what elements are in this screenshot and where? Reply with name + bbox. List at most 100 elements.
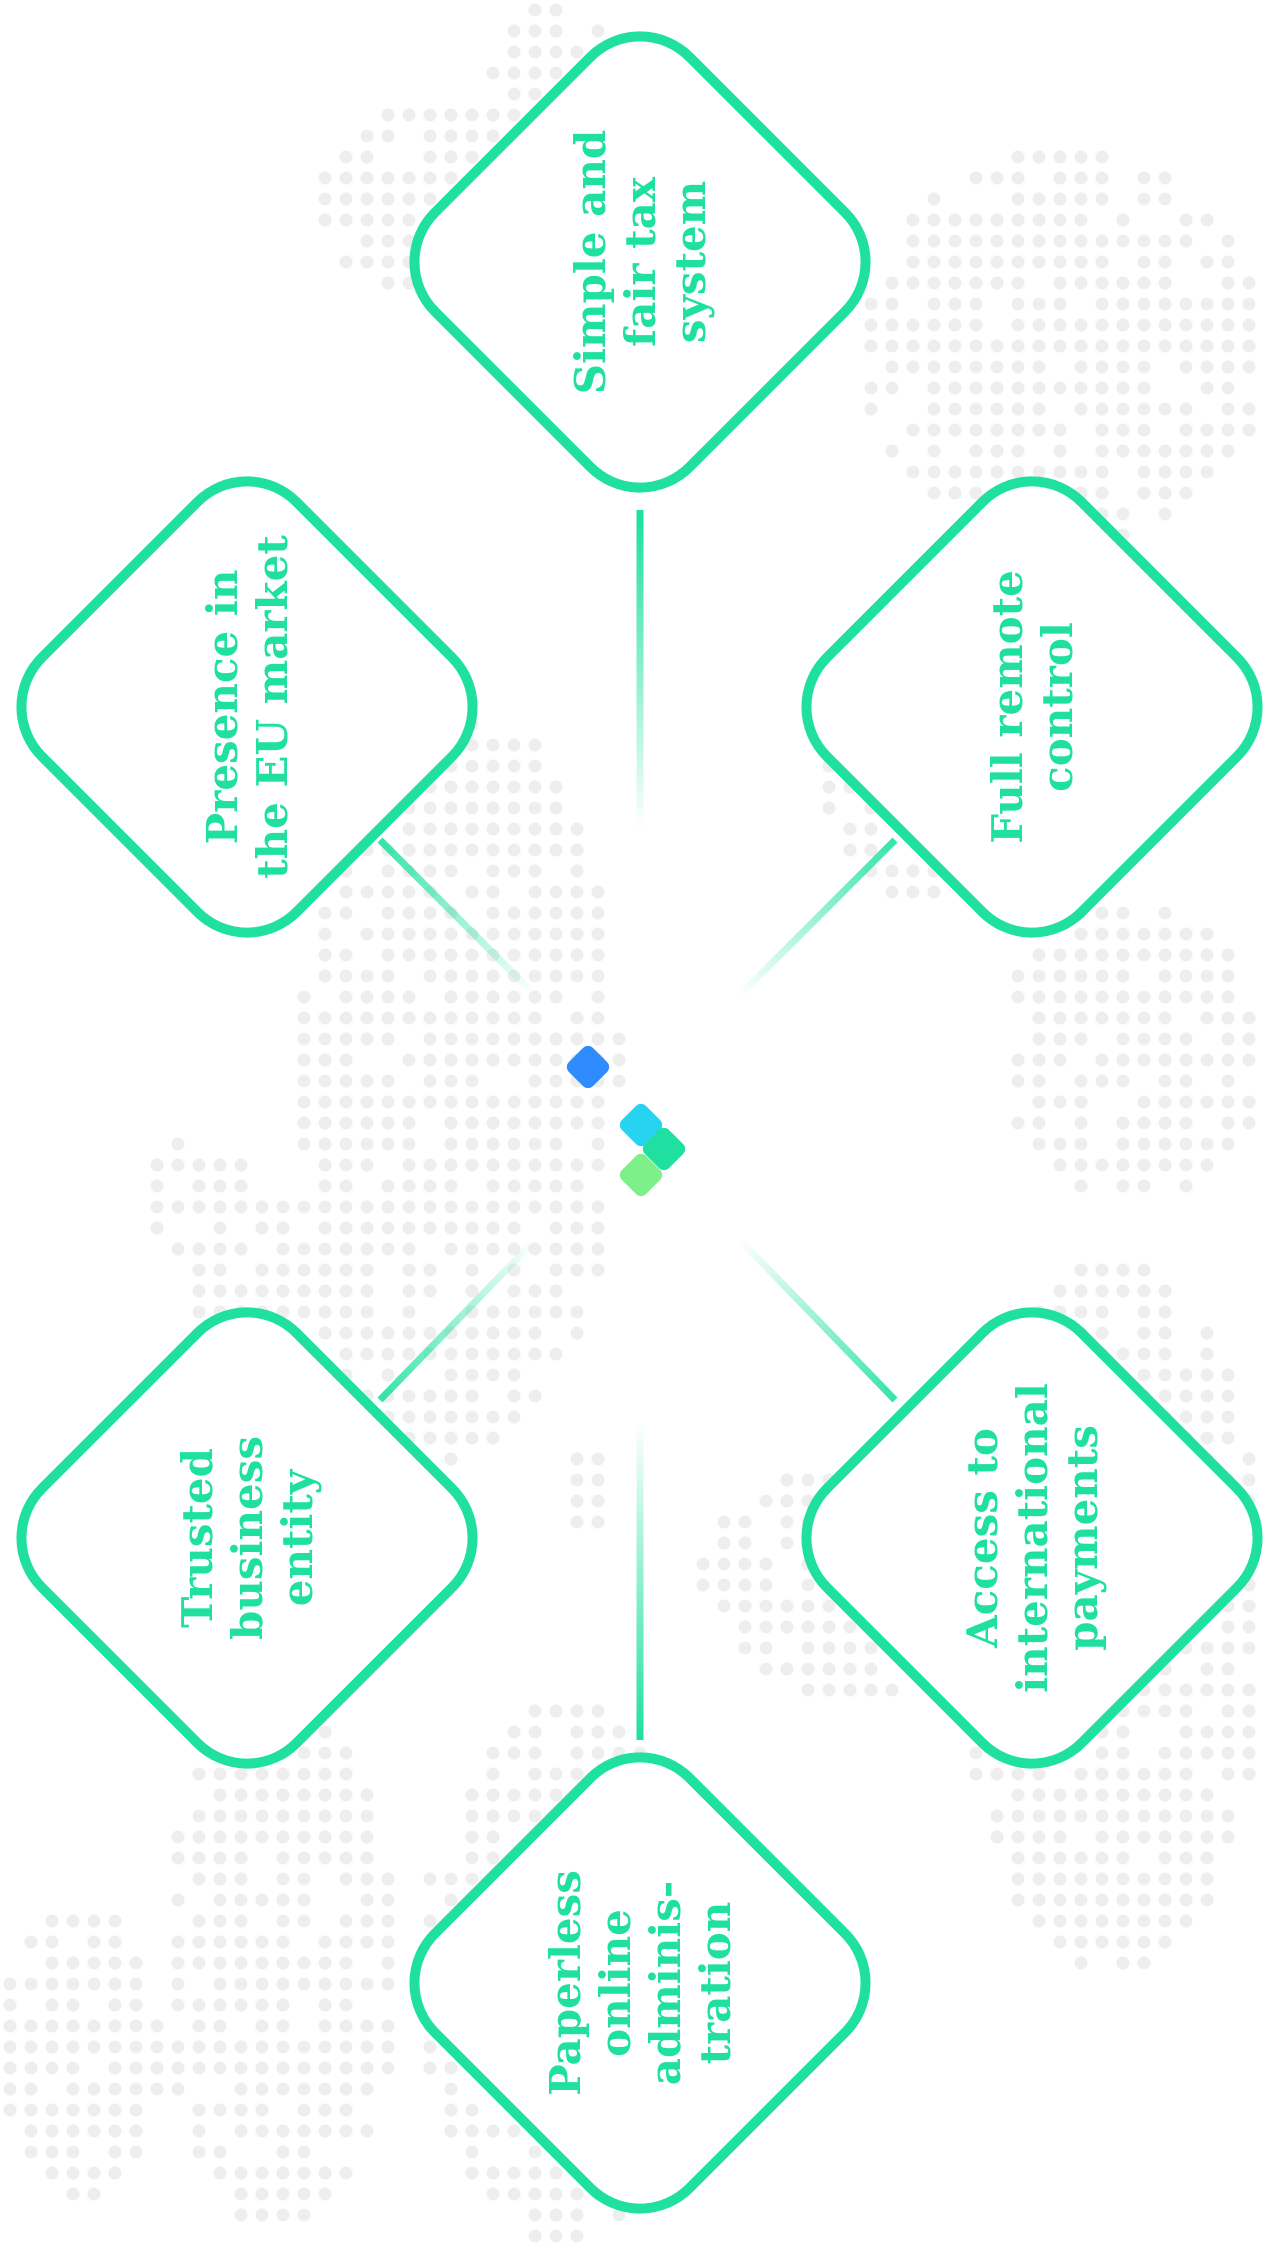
map-dot (1053, 1788, 1067, 1802)
node-international-payments-diamond (801, 1307, 1263, 1769)
map-dot (297, 1809, 311, 1823)
map-dot (423, 1872, 437, 1886)
map-dot (192, 1263, 206, 1277)
map-dot (1179, 318, 1193, 332)
map-dot (507, 1725, 521, 1739)
map-dot (192, 1998, 206, 2012)
map-dot (465, 1116, 479, 1130)
map-dot (1158, 234, 1172, 248)
map-dot (1053, 1809, 1067, 1823)
map-dot (1116, 1725, 1130, 1739)
map-dot (885, 444, 899, 458)
map-dot (1053, 465, 1067, 479)
map-dot (1116, 444, 1130, 458)
map-dot (3, 1998, 17, 2012)
map-dot (549, 1284, 563, 1298)
map-dot (612, 1725, 626, 1739)
map-dot (1095, 1158, 1109, 1172)
map-dot (339, 1851, 353, 1865)
map-dot (486, 1305, 500, 1319)
map-dot (759, 1578, 773, 1592)
map-dot (528, 843, 542, 857)
map-dot (1074, 339, 1088, 353)
map-dot (171, 1956, 185, 1970)
map-dot (1242, 276, 1256, 290)
map-dot (528, 2208, 542, 2222)
map-dot (591, 906, 605, 920)
map-dot (318, 927, 332, 941)
map-dot (528, 1137, 542, 1151)
map-dot (1158, 1830, 1172, 1844)
map-dot (213, 2103, 227, 2117)
map-dot (1137, 1263, 1151, 1277)
map-dot (570, 1095, 584, 1109)
map-dot (444, 1452, 458, 1466)
map-dot (1200, 1326, 1214, 1340)
map-dot (1179, 1116, 1193, 1130)
map-dot (486, 1347, 500, 1361)
map-dot (318, 948, 332, 962)
map-dot (1011, 318, 1025, 332)
map-dot (1095, 381, 1109, 395)
map-dot (339, 1809, 353, 1823)
map-dot (1242, 1746, 1256, 1760)
map-dot (381, 255, 395, 269)
map-dot (1158, 1767, 1172, 1781)
map-dot (465, 1389, 479, 1403)
map-dot (843, 822, 857, 836)
map-dot (801, 1662, 815, 1676)
map-dot (360, 1200, 374, 1214)
map-dot (1095, 1893, 1109, 1907)
map-dot (360, 1263, 374, 1277)
map-dot (591, 927, 605, 941)
map-dot (486, 129, 500, 143)
map-dot (549, 2208, 563, 2222)
map-dot (591, 1452, 605, 1466)
map-dot (297, 990, 311, 1004)
map-dot (108, 1956, 122, 1970)
map-dot (822, 780, 836, 794)
map-dot (213, 1956, 227, 1970)
map-dot (360, 990, 374, 1004)
map-dot (1053, 150, 1067, 164)
map-dot (297, 2103, 311, 2117)
map-dot (1137, 486, 1151, 500)
map-dot (402, 1179, 416, 1193)
map-dot (1074, 360, 1088, 374)
map-dot (402, 1158, 416, 1172)
map-dot (591, 1515, 605, 1529)
map-dot (507, 1368, 521, 1382)
map-dot (234, 2082, 248, 2096)
map-dot (339, 192, 353, 206)
map-dot (948, 360, 962, 374)
node-eu-market-line: Presence in (198, 570, 247, 845)
map-dot (297, 1095, 311, 1109)
map-dot (444, 1431, 458, 1445)
map-dot (276, 2019, 290, 2033)
map-dot (381, 1011, 395, 1025)
map-dot (3, 2061, 17, 2075)
map-dot (402, 1053, 416, 1067)
map-dot (150, 2082, 164, 2096)
map-dot (297, 1956, 311, 1970)
map-dot (3, 2040, 17, 2054)
map-dot (1116, 339, 1130, 353)
map-dot (45, 2061, 59, 2075)
map-dot (906, 318, 920, 332)
map-dot (465, 1830, 479, 1844)
map-dot (801, 1620, 815, 1634)
map-dot (276, 2061, 290, 2075)
map-dot (948, 339, 962, 353)
map-dot (339, 1200, 353, 1214)
map-dot (444, 927, 458, 941)
map-dot (444, 1872, 458, 1886)
map-dot (1158, 990, 1172, 1004)
map-dot (45, 1998, 59, 2012)
map-dot (1074, 255, 1088, 269)
map-dot (1053, 990, 1067, 1004)
map-dot (423, 1053, 437, 1067)
map-dot (381, 1347, 395, 1361)
map-dot (570, 2208, 584, 2222)
map-dot (591, 1473, 605, 1487)
